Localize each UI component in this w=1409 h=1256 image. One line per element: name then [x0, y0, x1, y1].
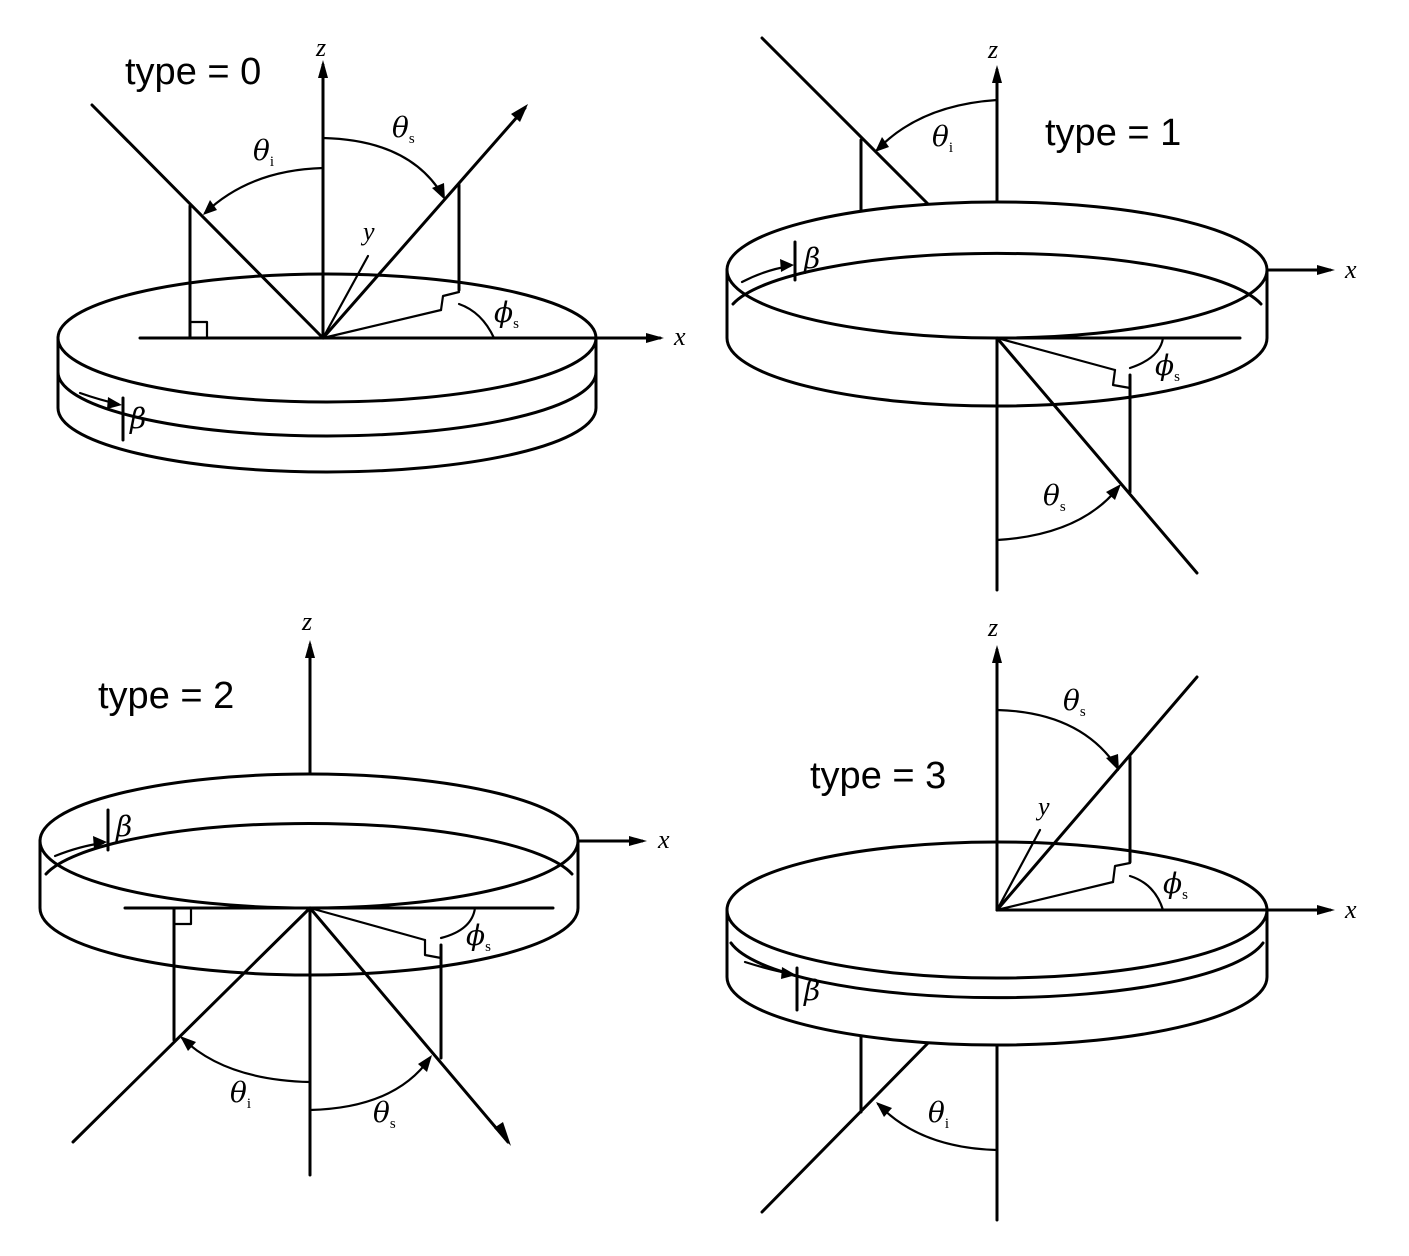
disk-rim-line — [44, 821, 574, 876]
z-arrowhead — [992, 65, 1002, 83]
phi-s-line — [308, 906, 427, 942]
right-angle-mark — [423, 938, 443, 960]
theta-s-arrowhead — [418, 1055, 432, 1072]
right-angle-mark — [1111, 368, 1132, 390]
right-angle-mark — [439, 290, 461, 312]
theta-i-arc — [876, 1102, 999, 1152]
x-arrowhead — [629, 836, 647, 846]
disk-rim-line — [729, 941, 1265, 1000]
theta-s-arc — [321, 136, 445, 198]
theta-s-arc — [308, 1056, 432, 1112]
y-axis — [995, 828, 1042, 912]
theta-s-arrowhead — [432, 183, 445, 200]
disk-rim-line — [731, 251, 1263, 306]
incident-ray — [760, 1038, 933, 1214]
phi-s-arc — [439, 906, 477, 940]
incident-ray — [90, 103, 325, 340]
z-axis-label: z — [301, 607, 312, 636]
beta-label: β — [803, 974, 820, 1007]
theta-i-arc — [203, 166, 325, 215]
scattered-ray — [995, 336, 1199, 575]
beta-arrowhead — [93, 836, 107, 849]
theta-i-label: θi — [928, 1096, 949, 1132]
right-angle-mark — [1111, 861, 1132, 884]
scattered-arrowhead — [511, 104, 528, 122]
theta-i-label: θi — [230, 1076, 251, 1112]
incident-ray — [760, 36, 933, 209]
phi-s-label: ϕs — [1155, 349, 1180, 385]
panel-type-1: z θi β x ϕs θs type = 1 — [725, 35, 1357, 592]
phi-s-arc — [457, 302, 496, 340]
z-axis-label: z — [315, 33, 326, 62]
disk-rim-line — [56, 370, 598, 438]
z-arrowhead — [305, 640, 315, 658]
theta-i-arc — [875, 98, 999, 152]
x-axis-label: x — [1344, 895, 1357, 924]
beta-arrowhead — [781, 967, 796, 979]
phi-s-line — [995, 336, 1117, 372]
panel-type-3: θi β x z y ϕs θs type = 3 — [725, 613, 1357, 1222]
beta-label: β — [129, 402, 146, 435]
right-angle-mark — [172, 906, 193, 926]
beta-label: β — [803, 242, 820, 275]
z-arrowhead — [318, 60, 328, 78]
z-axis-label: z — [987, 35, 998, 64]
theta-i-arrowhead — [180, 1036, 196, 1051]
z-arrowhead — [992, 645, 1002, 663]
theta-s-label: θs — [1063, 684, 1086, 720]
beta-arrowhead — [780, 259, 794, 272]
theta-i-label: θi — [932, 120, 953, 156]
theta-i-arc — [180, 1036, 312, 1084]
x-arrowhead — [646, 333, 664, 343]
theta-s-arc — [995, 486, 1120, 542]
theta-s-label: θs — [392, 111, 415, 147]
panel-type-2: z β x ϕs θi θs type = 2 — [38, 607, 670, 1177]
z-axis-label: z — [987, 613, 998, 642]
x-axis-label: x — [1344, 255, 1357, 284]
theta-s-label: θs — [373, 1096, 396, 1132]
theta-i-arrowhead — [203, 200, 217, 215]
type-label-2: type = 2 — [98, 675, 234, 717]
scattered-ray — [308, 906, 510, 1144]
scattered-ray — [995, 675, 1199, 912]
type-label-0: type = 0 — [125, 51, 261, 93]
phi-s-label: ϕs — [1163, 867, 1188, 903]
phi-s-label: ϕs — [466, 919, 491, 955]
incident-ray — [71, 906, 312, 1144]
phi-s-arc — [1128, 336, 1165, 370]
y-axis-label: y — [360, 217, 375, 246]
phi-s-arc — [1128, 874, 1165, 912]
phi-s-label: ϕs — [494, 296, 519, 332]
x-arrowhead — [1317, 905, 1335, 915]
theta-s-arrowhead — [1106, 484, 1121, 500]
beta-label: β — [115, 810, 132, 843]
phi-s-line — [995, 880, 1115, 912]
theta-i-arrowhead — [875, 137, 889, 152]
theta-i-arrowhead — [876, 1102, 892, 1117]
x-arrowhead — [1317, 265, 1335, 275]
beta-arrowhead — [107, 397, 122, 409]
theta-s-label: θs — [1043, 479, 1066, 515]
theta-i-label: θi — [253, 134, 274, 170]
theta-s-arrowhead — [1106, 754, 1119, 771]
y-axis-label: y — [1035, 792, 1050, 821]
scattered-ray — [321, 106, 527, 340]
panel-type-0: β x z y θi θs ϕs type = 0 — [56, 33, 686, 474]
x-axis-label: x — [673, 322, 686, 351]
theta-s-arc — [995, 708, 1119, 769]
x-axis-label: x — [657, 825, 670, 854]
right-angle-mark — [188, 320, 209, 340]
scattered-arrowhead — [494, 1122, 511, 1146]
phi-s-line — [321, 308, 443, 340]
type-label-1: type = 1 — [1045, 112, 1181, 154]
y-axis — [321, 254, 370, 340]
type-label-3: type = 3 — [810, 755, 946, 797]
